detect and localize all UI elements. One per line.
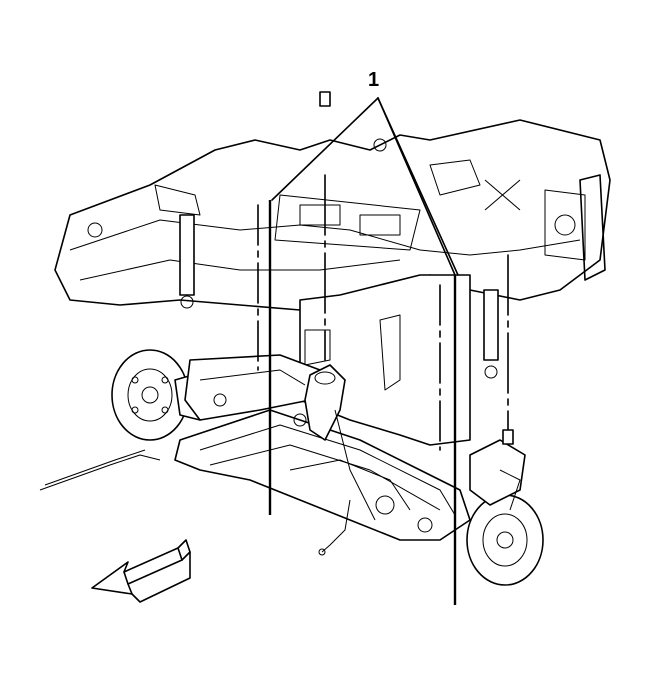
callout-label-1: 1 [368,69,380,91]
rear-crossmember [174,354,471,556]
callout-leaders [271,97,459,276]
vehicle-frame [54,119,611,311]
right-hub-assembly [466,439,544,586]
mounting-bolt-lines [257,91,514,605]
shock-absorbers [179,214,499,379]
direction-arrow-icon [91,539,191,603]
